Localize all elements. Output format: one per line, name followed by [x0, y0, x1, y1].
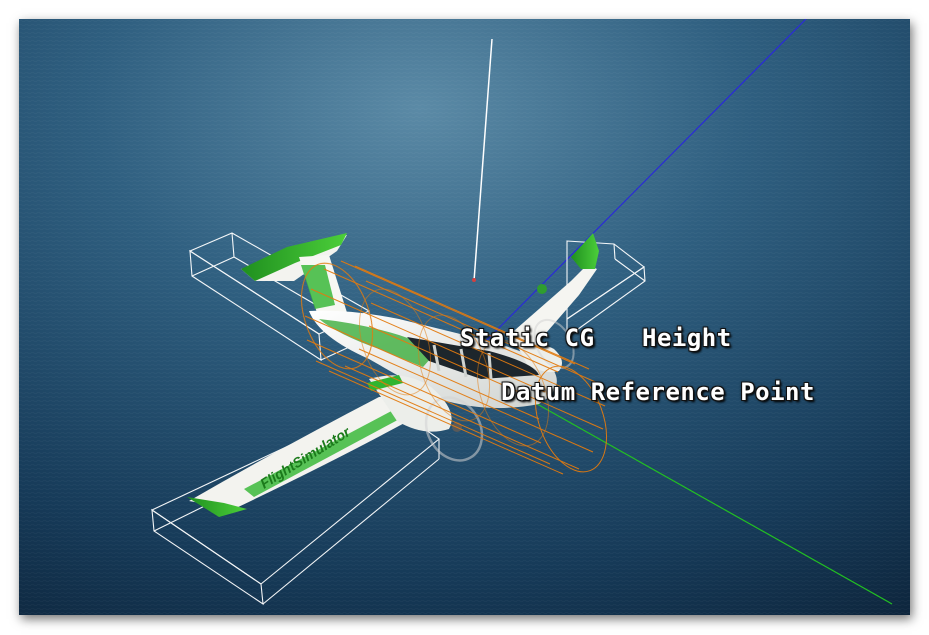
cylinder-longitudinal-lines [304, 260, 606, 475]
y-axis-base-marker [472, 278, 476, 282]
cockpit-canopy-frame [432, 344, 493, 380]
left-engine-nacelle [369, 375, 452, 432]
left-wing [189, 397, 421, 509]
aircraft-model: FlightSimulator [187, 233, 599, 517]
left-wingtip-green [187, 497, 247, 517]
right-propeller-disc [533, 318, 575, 370]
cylinder-rear-cap [301, 262, 373, 370]
right-wing-logo [537, 284, 547, 294]
fuselage-collision-cylinder [301, 260, 607, 475]
tail-fin-livery [301, 265, 335, 309]
z-axis-line [480, 19, 807, 347]
simulator-3d-viewport[interactable]: FlightSimulator [19, 19, 910, 615]
fuselage-livery-band [319, 319, 439, 367]
cylinder-rings [359, 288, 549, 447]
static-cg-label: Static CG [460, 324, 595, 352]
ocean-wave-texture [19, 19, 910, 615]
right-wingtip-green [571, 233, 599, 269]
cockpit-canopy [407, 337, 539, 379]
cylinder-front-cap [535, 365, 607, 473]
scene-canvas: FlightSimulator [19, 19, 910, 615]
datum-reference-point-label: Datum Reference Point [501, 378, 815, 406]
left-propeller-disc [424, 396, 484, 462]
right-wing [507, 265, 597, 355]
left-wing-livery-stripe [244, 407, 407, 497]
tail-green-tip [241, 233, 347, 281]
x-axis-line [513, 390, 893, 605]
y-axis-line [473, 38, 493, 282]
height-label: Height [642, 324, 732, 352]
